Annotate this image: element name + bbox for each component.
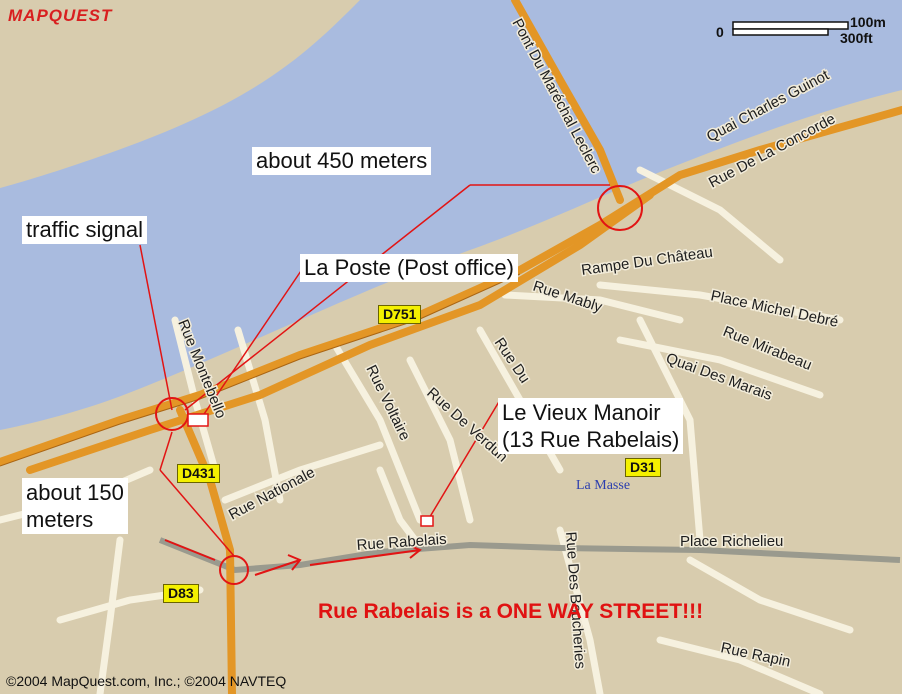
river (0, 0, 902, 430)
callout-150-meters: about 150 meters (22, 478, 128, 534)
rue-rabelais-road (158, 537, 901, 574)
post-office-marker (187, 413, 209, 427)
callout-lines (139, 184, 610, 557)
scale-zero: 0 (716, 24, 724, 40)
shield-d431: D431 (177, 464, 221, 483)
shield-d83: D83 (163, 584, 199, 603)
one-way-warning: Rue Rabelais is a ONE WAY STREET!!! (318, 600, 704, 623)
callout-la-poste: La Poste (Post office) (300, 254, 518, 282)
water-label-la-masse: La Masse (576, 478, 631, 493)
shield-d751: D751 (378, 305, 422, 324)
callout-traffic-signal: traffic signal (22, 216, 147, 244)
callout-vieux-manoir-line1: Le Vieux Manoir (502, 400, 661, 425)
hotel-marker (420, 515, 434, 527)
callout-150-meters-line1: about 150 (26, 480, 124, 505)
copyright-text: ©2004 MapQuest.com, Inc.; ©2004 NAVTEQ (6, 673, 287, 689)
riverbank-left (0, 0, 360, 188)
shield-d31: D31 (625, 458, 661, 477)
route-arrows (164, 539, 422, 576)
mapquest-logo: MAPQUEST (8, 6, 113, 25)
scale-meters: 100m (850, 14, 886, 30)
callout-vieux-manoir: Le Vieux Manoir (13 Rue Rabelais) (498, 398, 684, 454)
street-richelieu: Place Richelieu (680, 533, 783, 550)
scale-feet: 300ft (840, 30, 873, 46)
callout-vieux-manoir-line2: (13 Rue Rabelais) (502, 427, 680, 452)
scale-bar (732, 21, 849, 36)
highway-edges (0, 273, 521, 467)
callout-450-meters: about 450 meters (252, 147, 432, 175)
callout-150-meters-line2: meters (26, 507, 94, 532)
